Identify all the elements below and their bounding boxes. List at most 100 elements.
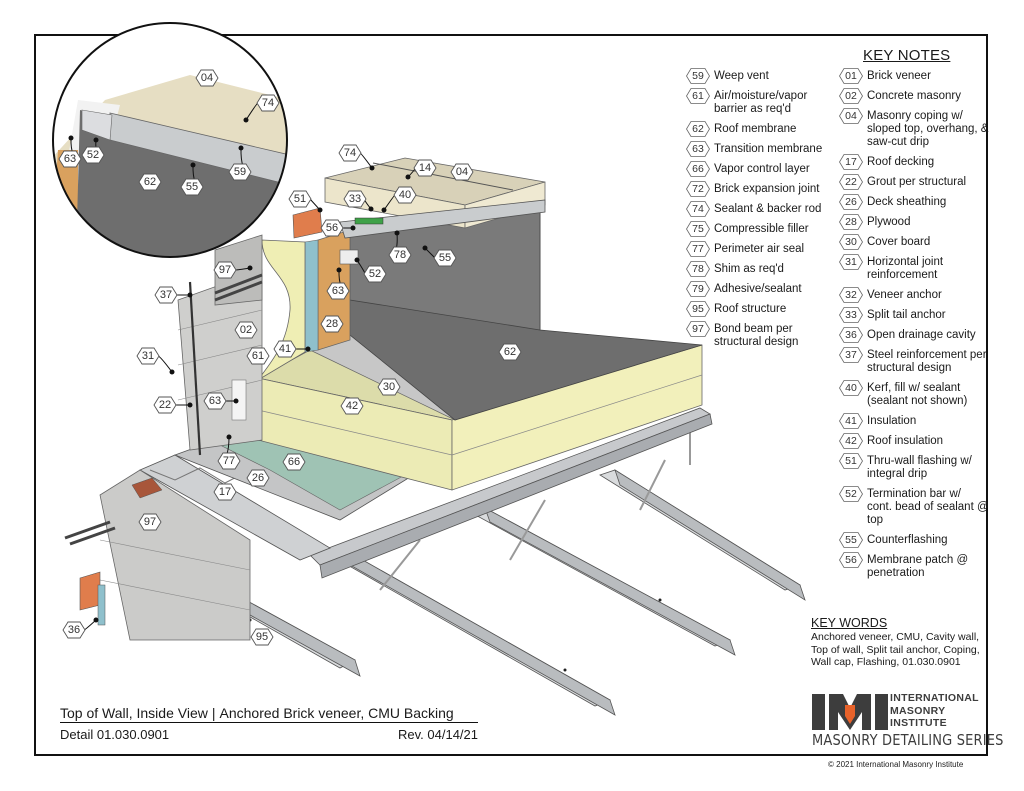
hexagon-tag-icon: 28 bbox=[839, 214, 863, 230]
callout-hexagon-icon bbox=[213, 483, 237, 501]
key-note-text: Brick veneer bbox=[867, 70, 931, 82]
callout-leader-dot bbox=[233, 398, 239, 404]
hexagon-tag-icon: 55 bbox=[839, 532, 863, 548]
callout-number: 95 bbox=[256, 631, 268, 643]
callout-number: 52 bbox=[369, 268, 381, 280]
hexagon-tag-icon: 79 bbox=[686, 281, 710, 297]
key-note-text: Bond beam per structural design bbox=[714, 323, 799, 348]
callout-number: 30 bbox=[383, 381, 395, 393]
logo-organization-name: INTERNATIONAL MASONRY INSTITUTE bbox=[890, 692, 979, 730]
roof-structure-joists bbox=[184, 420, 806, 716]
key-note-number: 22 bbox=[845, 176, 857, 188]
key-note-number: 59 bbox=[692, 70, 704, 82]
callout-leader-dot bbox=[305, 346, 311, 352]
callout-hexagon-icon bbox=[58, 150, 82, 168]
hexagon-tag-icon: 04 bbox=[839, 108, 863, 124]
key-note-number: 75 bbox=[692, 223, 704, 235]
callout-leader-dot bbox=[190, 162, 196, 168]
key-note-text: Veneer anchor bbox=[867, 289, 942, 301]
hexagon-tag-icon: 01 bbox=[839, 68, 863, 84]
key-note-text: Adhesive/sealant bbox=[714, 283, 802, 295]
hexagon-tag-icon: 31 bbox=[839, 254, 863, 270]
callout-number: 62 bbox=[504, 346, 516, 358]
key-note-item: 02 Concrete masonry bbox=[839, 88, 989, 104]
hexagon-tag-icon: 37 bbox=[839, 347, 863, 363]
callout-hexagon-icon bbox=[388, 246, 412, 264]
key-note-text: Concrete masonry bbox=[867, 90, 961, 102]
callout-hexagon-icon bbox=[62, 621, 86, 639]
callout-number: 51 bbox=[294, 193, 306, 205]
callout-hexagon-icon bbox=[213, 261, 237, 279]
key-note-text: Plywood bbox=[867, 216, 911, 228]
title-separator: | bbox=[211, 705, 216, 721]
callout-number: 63 bbox=[64, 153, 76, 165]
callout-number: 17 bbox=[219, 486, 231, 498]
callout-number: 41 bbox=[279, 343, 291, 355]
masonry-coping bbox=[292, 157, 546, 265]
callout-hexagon-icon bbox=[338, 144, 362, 162]
key-words-heading: KEY WORDS bbox=[811, 616, 888, 630]
callout-leader-dot bbox=[350, 225, 356, 231]
key-note-number: 33 bbox=[845, 309, 857, 321]
logo-line-2: MASONRY bbox=[890, 704, 946, 717]
hexagon-tag-icon: 42 bbox=[839, 433, 863, 449]
hexagon-tag-icon: 78 bbox=[686, 261, 710, 277]
callout-hexagon-icon bbox=[377, 378, 401, 396]
key-note-text: Perimeter air seal bbox=[714, 243, 805, 255]
callout-hexagon-icon bbox=[203, 392, 227, 410]
callout-number: 40 bbox=[399, 189, 411, 201]
key-note-text: Roof insulation bbox=[867, 435, 944, 447]
callout-leader-dot bbox=[169, 369, 175, 375]
key-note-text: Roof membrane bbox=[714, 123, 797, 135]
key-note-number: 28 bbox=[845, 216, 857, 228]
hexagon-tag-icon: 52 bbox=[839, 486, 863, 502]
callout-leader-dot bbox=[93, 137, 99, 143]
callout-number: 62 bbox=[144, 176, 156, 188]
key-note-number: 55 bbox=[845, 534, 857, 546]
key-note-item: 79 Adhesive/sealant bbox=[686, 281, 836, 297]
logo-line-1: INTERNATIONAL bbox=[890, 692, 979, 704]
callout-leader-dot bbox=[405, 174, 411, 180]
callout-hexagon-icon bbox=[234, 321, 258, 339]
key-note-number: 95 bbox=[692, 303, 704, 315]
callout-hexagon-icon bbox=[138, 173, 162, 191]
key-note-text: Vapor control layer bbox=[714, 163, 810, 175]
hexagon-tag-icon: 74 bbox=[686, 201, 710, 217]
key-note-number: 02 bbox=[845, 90, 857, 102]
key-words-text: Anchored veneer, CMU, Cavity wall, Top o… bbox=[811, 631, 980, 668]
key-note-number: 77 bbox=[692, 243, 704, 255]
hexagon-tag-icon: 33 bbox=[839, 307, 863, 323]
callout-number: 78 bbox=[394, 249, 406, 261]
callout-leader-dot bbox=[243, 117, 249, 123]
callout-leader-line bbox=[359, 152, 373, 169]
key-note-text: Open drainage cavity bbox=[867, 329, 976, 341]
key-note-text: Kerf, fill w/ sealant (sealant not shown… bbox=[867, 382, 968, 407]
drawing-frame bbox=[34, 34, 988, 756]
callout-number: 33 bbox=[349, 193, 361, 205]
callout-hexagon-icon bbox=[153, 396, 177, 414]
callout-number: 31 bbox=[142, 350, 154, 362]
callout-leader-dot bbox=[226, 434, 232, 440]
key-note-text: Brick expansion joint bbox=[714, 183, 820, 195]
callout-hexagon-icon bbox=[498, 343, 522, 361]
key-note-text: Air/moisture/vapor barrier as req'd bbox=[714, 90, 808, 115]
callout-number: 55 bbox=[439, 252, 451, 264]
hexagon-tag-icon: 41 bbox=[839, 413, 863, 429]
callout-leader-dot bbox=[336, 267, 342, 273]
callout-leader-dot bbox=[93, 617, 99, 623]
cmu-wall bbox=[177, 234, 263, 456]
callout-number: 22 bbox=[159, 399, 171, 411]
key-note-number: 40 bbox=[845, 382, 857, 394]
key-note-number: 37 bbox=[845, 349, 857, 361]
callout-leader-dot bbox=[368, 206, 374, 212]
